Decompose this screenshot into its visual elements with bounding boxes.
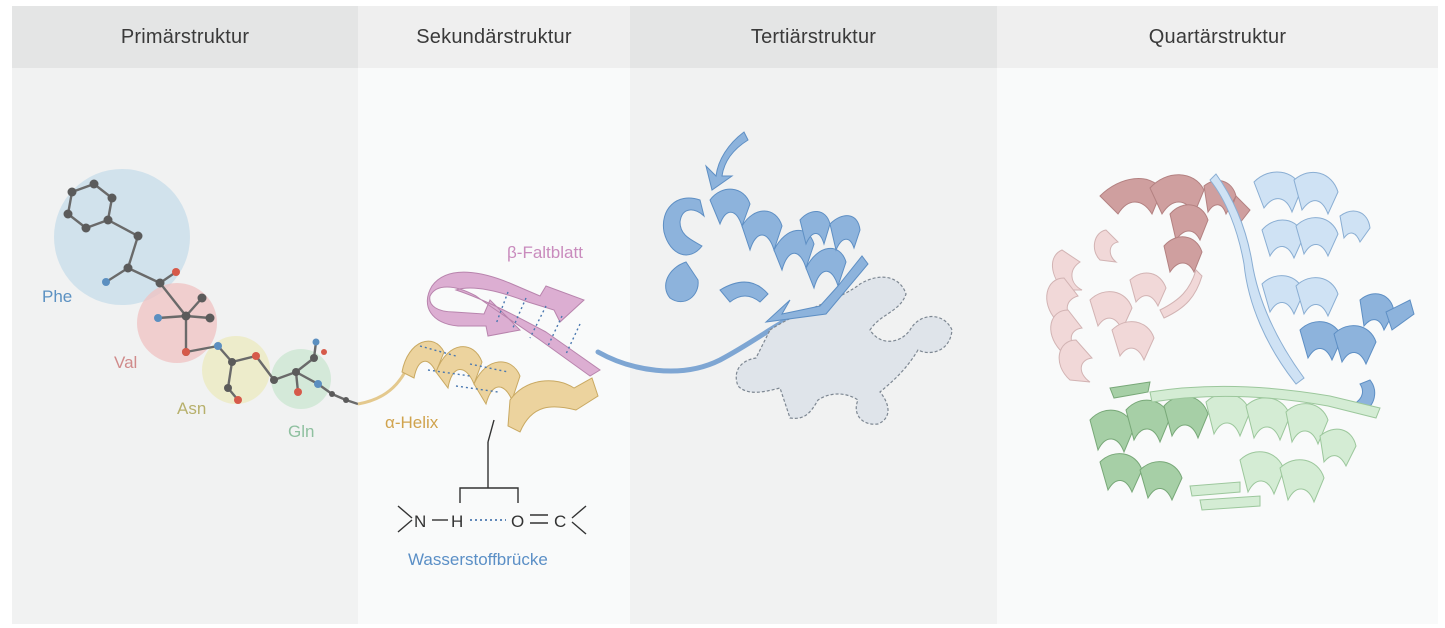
quaternary-chain-green-light	[1149, 385, 1381, 511]
residue-label-gln: Gln	[288, 422, 314, 441]
sheet-label: β-Faltblatt	[507, 243, 583, 262]
residue-label-val: Val	[114, 353, 137, 372]
hbond-bracket	[397, 419, 587, 535]
atom-n: N	[414, 512, 426, 531]
panel-title-primary: Primärstruktur	[12, 6, 358, 68]
quaternary-chain-pink	[1046, 229, 1203, 383]
chain-to-tertiary	[595, 315, 793, 374]
alpha-helix-ribbon	[401, 340, 599, 433]
atom-o: O	[511, 512, 524, 531]
sheet-hbonds	[495, 291, 581, 355]
quaternary-chain-blue-light	[1209, 171, 1371, 385]
residue-circles	[54, 169, 331, 409]
quaternary-chain-red	[1099, 174, 1251, 274]
connecting-chain	[357, 371, 407, 406]
helix-hbonds	[419, 345, 509, 393]
residue-label-phe: Phe	[42, 287, 72, 306]
hbond-label: Wasserstoffbrücke	[408, 550, 548, 569]
panel-title-secondary: Sekundärstruktur	[358, 6, 630, 68]
atom-c: C	[554, 512, 566, 531]
tertiary-ghost-fold	[735, 276, 953, 425]
helix-label: α-Helix	[385, 413, 439, 432]
panel-title-quaternary: Quartärstruktur	[997, 6, 1438, 68]
panel-title-tertiary: Tertiärstruktur	[630, 6, 997, 68]
residue-circle-gln	[271, 349, 331, 409]
residue-circle-asn	[202, 336, 270, 404]
quaternary-chain-blue	[1299, 293, 1415, 413]
quaternary-chain-green	[1089, 381, 1209, 502]
panel-primary-structure: Primärstruktur	[12, 6, 358, 624]
atom-h: H	[451, 512, 463, 531]
residue-circle-phe	[54, 169, 190, 305]
tertiary-ribbon	[662, 131, 869, 323]
residue-label-asn: Asn	[177, 399, 206, 418]
beta-sheet-ribbon	[426, 271, 601, 377]
chain-atoms	[63, 179, 349, 404]
